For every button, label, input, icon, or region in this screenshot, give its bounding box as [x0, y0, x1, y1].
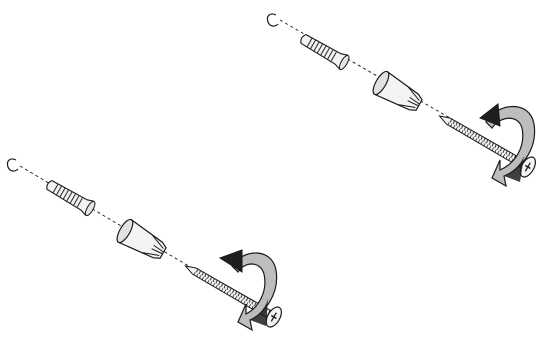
- spacer-sleeve: [372, 70, 423, 111]
- rotation-arrow: [479, 103, 536, 188]
- axis-line: [19, 165, 193, 269]
- rotation-arrow: [218, 249, 278, 332]
- wall-plug: [300, 34, 350, 71]
- spacer-sleeve: [116, 218, 167, 259]
- wall-hole-marker: [6, 158, 19, 172]
- wall-hole-marker: [266, 13, 279, 27]
- assembly-top: [266, 13, 537, 188]
- assembly-bottom: [6, 158, 283, 332]
- wall-plug: [46, 180, 96, 217]
- screw: [438, 115, 537, 178]
- screw: [184, 265, 283, 328]
